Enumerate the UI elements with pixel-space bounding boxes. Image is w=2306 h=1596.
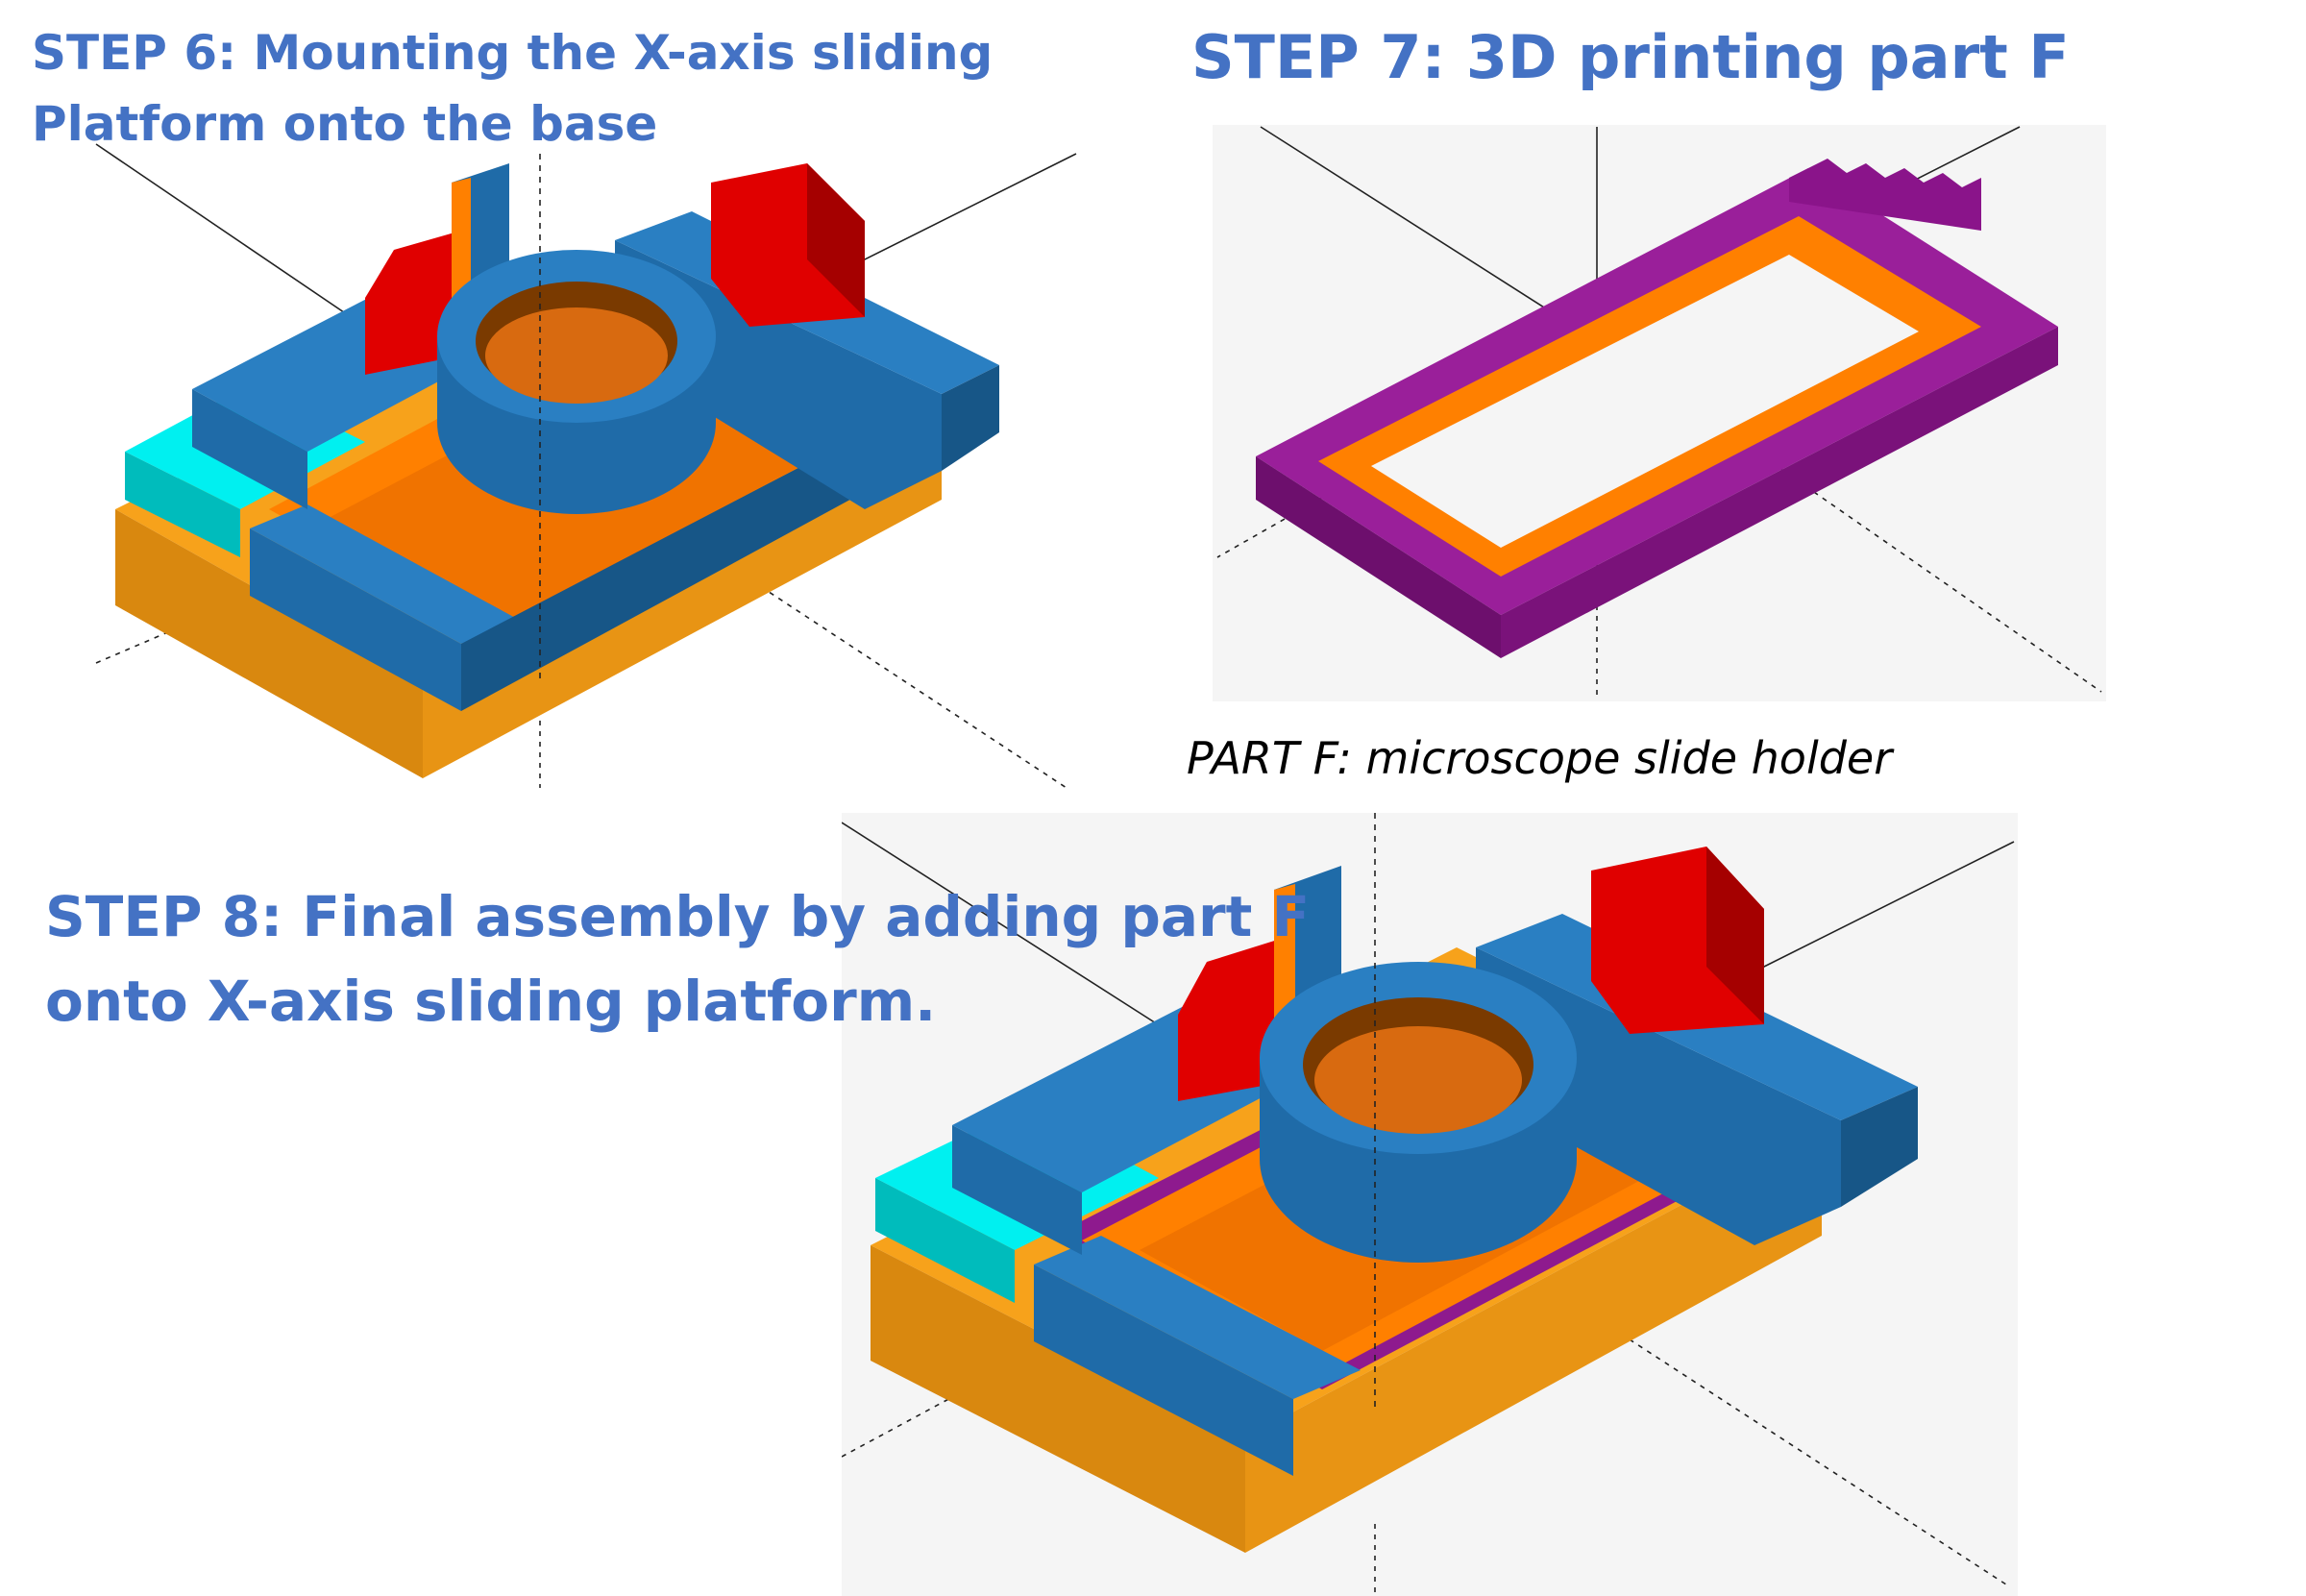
step7-title: STEP 7: 3D printing part F [1191, 22, 2070, 92]
step8-title-line1: STEP 8: Final assembly by adding part F [45, 884, 1311, 949]
step8-title: STEP 8: Final assembly by adding part F … [45, 874, 1310, 1044]
step6-title: STEP 6: Mounting the X-axis sliding Plat… [32, 17, 993, 160]
step8-title-line2: onto X-axis sliding platform. [45, 969, 937, 1034]
step6-title-line2: Platform onto the base [32, 96, 658, 152]
part-f-caption: PART F: microscope slide holder [1187, 732, 1893, 784]
step7-part-f-render [1213, 125, 2106, 701]
step6-title-line1: STEP 6: Mounting the X-axis sliding [32, 25, 994, 81]
step8-final-assembly-render [842, 813, 2018, 1596]
step6-assembly-render [95, 143, 1077, 789]
